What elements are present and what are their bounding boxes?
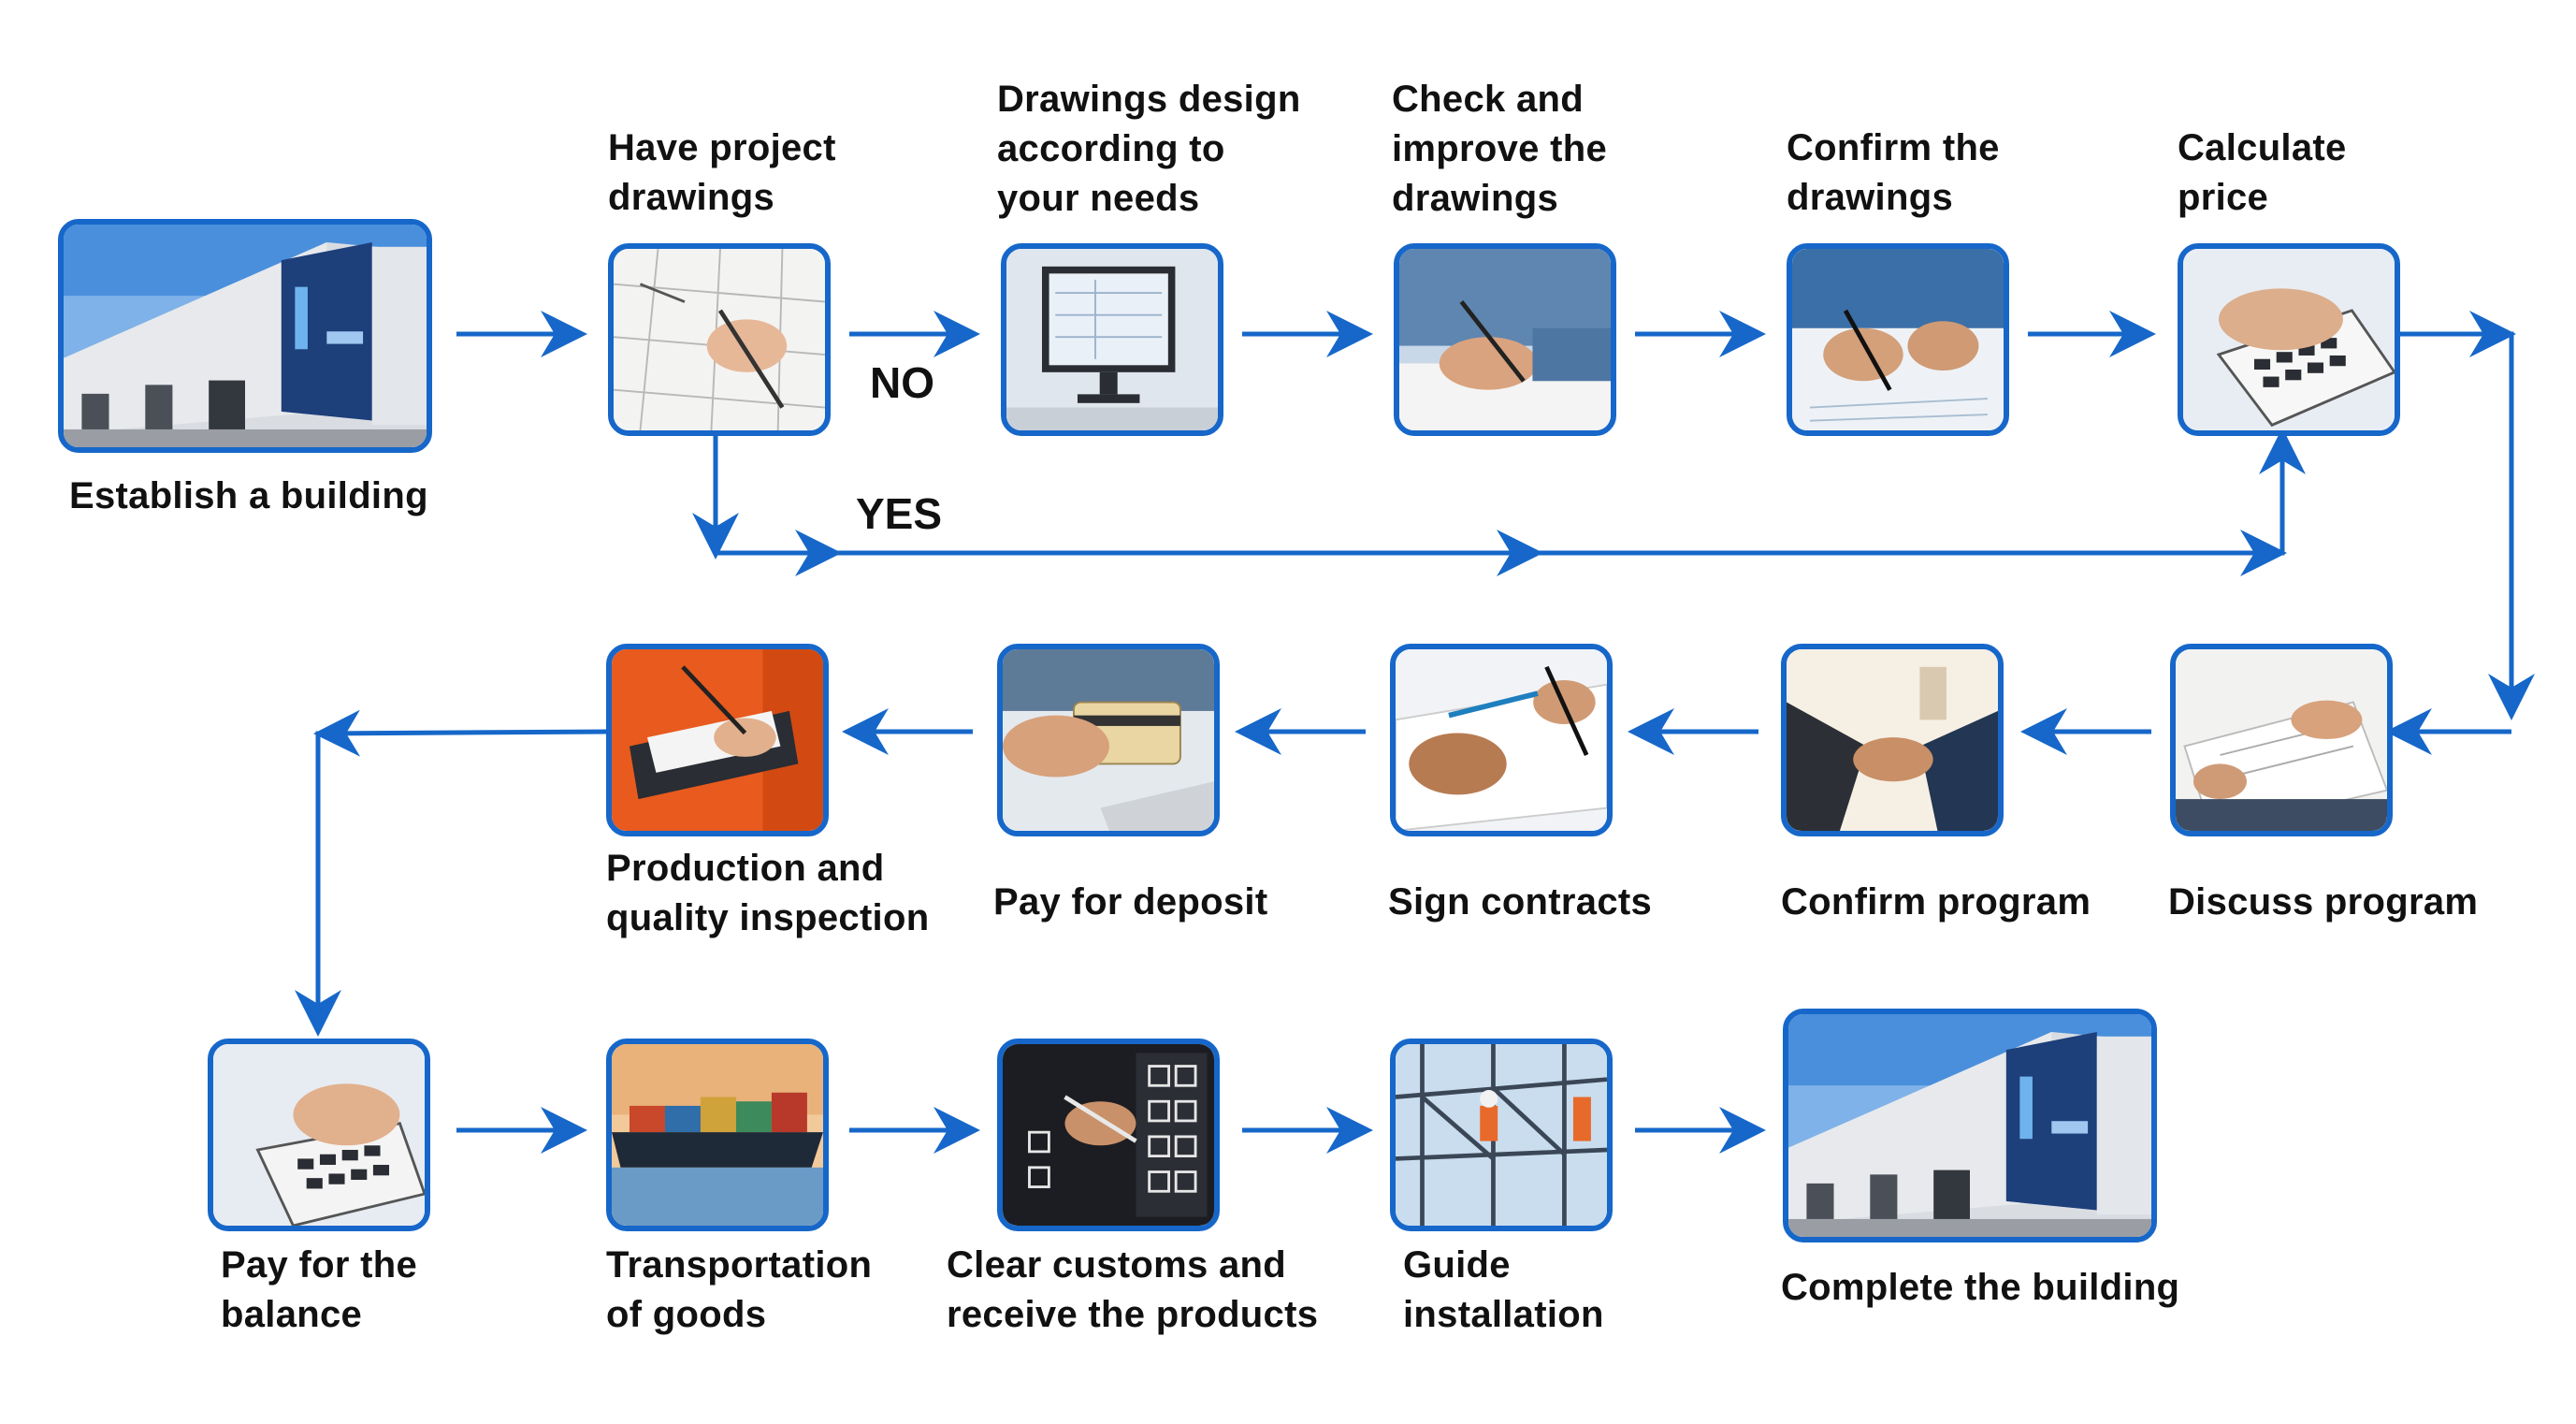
label-discuss-program: Discuss program — [2168, 881, 2479, 923]
handshake-icon — [1787, 649, 1998, 831]
step-discuss-program — [2170, 644, 2393, 836]
label-sign-contracts: Sign contracts — [1388, 881, 1653, 923]
arrow-11-left — [313, 709, 609, 757]
step-sign-contracts — [1390, 644, 1613, 836]
step-transportation — [606, 1039, 829, 1231]
label-production-inspection: Production and quality inspection — [606, 848, 930, 939]
label-confirm-program: Confirm program — [1781, 881, 2091, 923]
factory-building-icon — [1788, 1014, 2151, 1237]
label-confirm-drawings: Confirm the drawings — [1787, 127, 2000, 219]
label-complete-building: Complete the building — [1781, 1267, 2180, 1308]
inspector-clipboard-icon — [612, 649, 823, 831]
label-clear-customs: Clear customs and receive the products — [947, 1244, 1319, 1336]
step-confirm-drawings — [1787, 243, 2009, 436]
contract-signing-icon — [1396, 649, 1607, 831]
computer-monitor-icon — [1006, 249, 1218, 430]
calculator-icon — [2183, 249, 2395, 430]
branch-no-label: NO — [870, 358, 934, 407]
step-have-drawings — [608, 243, 831, 436]
documents-discussion-icon — [2176, 649, 2387, 831]
step-confirm-program — [1781, 644, 2004, 836]
label-check-improve: Check and improve the drawings — [1392, 79, 1608, 220]
arrow-down-right — [2488, 331, 2535, 720]
step-production-inspection — [606, 644, 829, 836]
label-have-drawings: Have project drawings — [608, 127, 836, 219]
yes-up — [2259, 428, 2306, 556]
factory-building-icon — [64, 225, 427, 447]
step-guide-installation — [1390, 1039, 1613, 1231]
arrow-down-left — [295, 731, 341, 1037]
step-drawings-design — [1001, 243, 1223, 436]
step-check-improve — [1394, 243, 1616, 436]
step-establish-building — [58, 219, 432, 453]
label-transportation: Transportation of goods — [606, 1244, 873, 1336]
step-pay-deposit — [997, 644, 1220, 836]
step-complete-building — [1783, 1009, 2157, 1242]
label-guide-installation: Guide installation — [1403, 1244, 1604, 1336]
label-pay-deposit: Pay for deposit — [993, 881, 1268, 923]
calculator-icon — [213, 1044, 425, 1226]
branch-yes-label: YES — [856, 489, 943, 538]
step-calculate-price — [2178, 243, 2400, 436]
label-calculate-price: Calculate price — [2178, 127, 2347, 219]
hand-writing-icon — [1399, 249, 1611, 430]
label-pay-balance: Pay for the balance — [221, 1244, 418, 1336]
step-pay-balance — [208, 1039, 430, 1231]
cargo-ship-icon — [612, 1044, 823, 1226]
label-drawings-design: Drawings design according to your needs — [997, 79, 1301, 220]
label-establish-building: Establish a building — [69, 475, 428, 516]
step-clear-customs — [997, 1039, 1220, 1231]
hands-pointing-icon — [1792, 249, 2004, 430]
sketching-drawings-icon — [614, 249, 825, 430]
steel-structure-icon — [1396, 1044, 1607, 1226]
credit-card-icon — [1003, 649, 1214, 831]
checklist-icon — [1003, 1044, 1214, 1226]
